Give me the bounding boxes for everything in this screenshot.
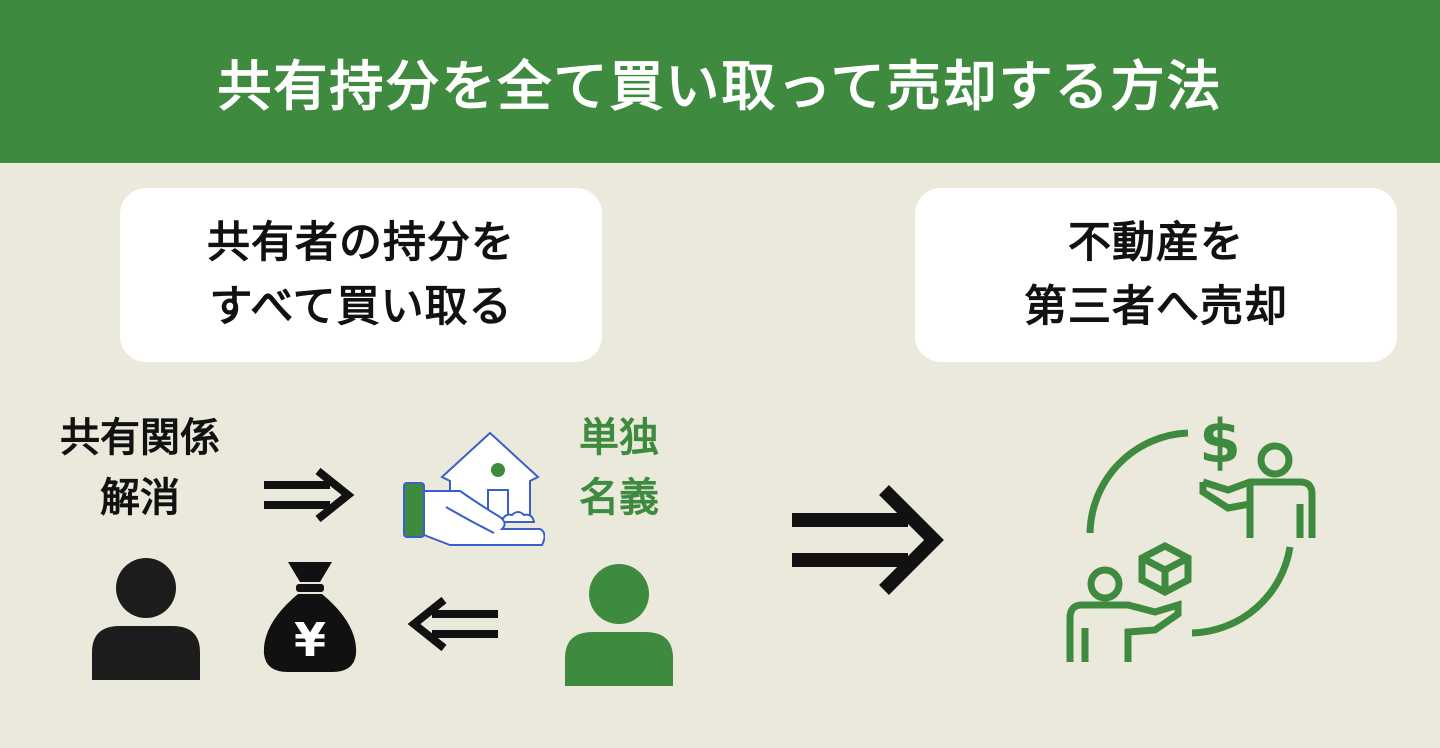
step2-box: 不動産を 第三者へ売却 bbox=[915, 188, 1397, 362]
header-banner: 共有持分を全て買い取って売却する方法 bbox=[0, 0, 1440, 163]
dissolve-label-line: 解消 bbox=[100, 475, 180, 521]
step1-line: 共有者の持分を bbox=[207, 218, 515, 268]
double-arrow-left-icon bbox=[407, 596, 498, 652]
step2-line: 不動産を bbox=[1068, 218, 1244, 268]
yen-money-bag-icon: ¥ bbox=[263, 562, 357, 672]
dissolve-label-line: 共有関係 bbox=[60, 415, 220, 461]
person-icon-green bbox=[565, 564, 673, 686]
sole-ownership-line: 名義 bbox=[579, 475, 659, 521]
exchange-people-icon: $ bbox=[1066, 407, 1316, 662]
person-icon bbox=[92, 558, 200, 680]
big-double-arrow-right-icon bbox=[792, 485, 944, 595]
yen-symbol: ¥ bbox=[294, 613, 326, 667]
sole-ownership-label: 単独 名義 bbox=[555, 408, 683, 528]
step1-line: すべて買い取る bbox=[209, 282, 513, 332]
sole-ownership-line: 単独 bbox=[579, 415, 659, 461]
svg-text:$: $ bbox=[1199, 407, 1241, 477]
step1-box: 共有者の持分を すべて買い取る bbox=[120, 188, 602, 362]
dissolve-label: 共有関係 解消 bbox=[30, 408, 250, 528]
double-arrow-right-icon bbox=[264, 467, 355, 523]
step2-line: 第三者へ売却 bbox=[1024, 282, 1288, 332]
house-in-hand-icon bbox=[403, 431, 545, 546]
page-title: 共有持分を全て買い取って売却する方法 bbox=[217, 55, 1223, 118]
